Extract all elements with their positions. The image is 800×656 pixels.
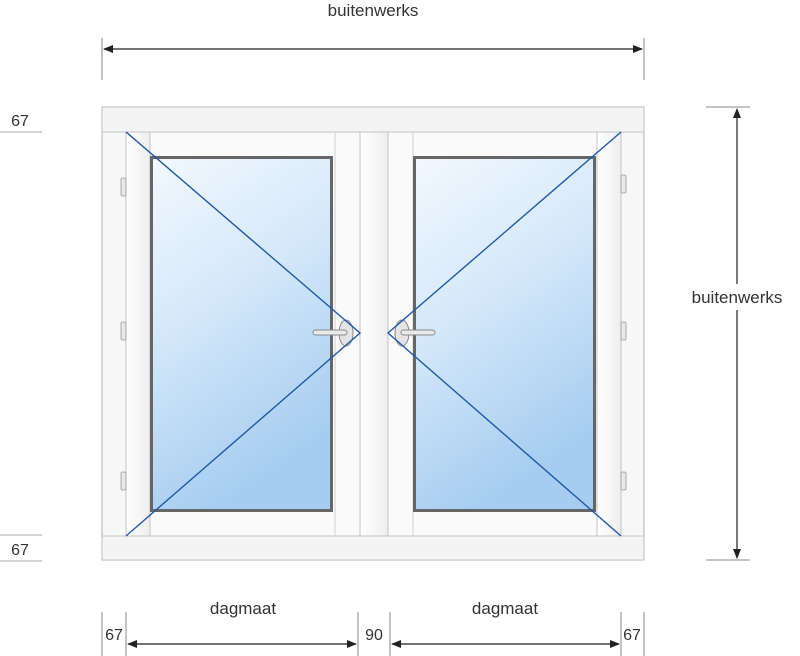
left-hinge-icon: [120, 321, 127, 341]
bottom-mullion-label: 90: [365, 627, 383, 644]
right-outer-stile: [596, 131, 622, 537]
bottom-dimensions: 67 90 67 dagmaat dagmaat: [101, 599, 645, 656]
right-glass-pane: [416, 159, 593, 509]
right-height-label: buitenwerks: [692, 288, 783, 307]
bottom-left-daylight-label: dagmaat: [210, 599, 276, 618]
bottom-rail: [101, 535, 645, 561]
right-hinge-icon: [620, 321, 627, 341]
center-mullion: [359, 131, 389, 537]
lever-handle-icon: [394, 319, 436, 347]
window-frame: [101, 106, 645, 561]
left-bottom-rail-label: 67: [11, 542, 29, 559]
right-label-backdrop: [683, 284, 789, 310]
right-opening-triangle: [386, 131, 622, 537]
top-rail: [101, 106, 645, 133]
bottom-right-stile-label: 67: [623, 627, 641, 644]
left-outer-stile: [125, 131, 151, 537]
left-rail-dimensions: 67 67: [0, 113, 42, 562]
bottom-left-stile-label: 67: [105, 627, 123, 644]
right-hinge-icon: [620, 174, 627, 194]
left-opening-triangle: [125, 131, 362, 537]
top-width-dimension: buitenwerks: [101, 1, 645, 80]
right-height-dimension: buitenwerks: [683, 106, 789, 561]
bottom-right-daylight-label: dagmaat: [472, 599, 538, 618]
lever-handle-icon: [312, 319, 354, 347]
left-hinge-icon: [120, 471, 127, 491]
right-hinge-icon: [620, 471, 627, 491]
left-glass-pane: [153, 159, 330, 509]
left-hinge-icon: [120, 177, 127, 197]
top-width-label: buitenwerks: [328, 1, 419, 20]
left-top-rail-label: 67: [11, 113, 29, 130]
